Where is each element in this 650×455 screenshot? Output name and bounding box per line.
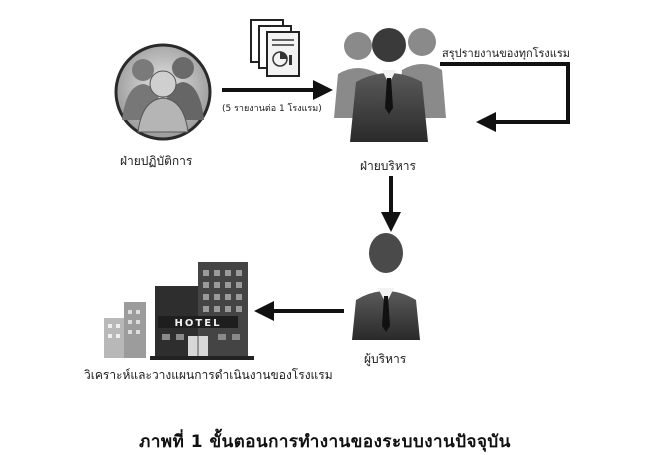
operations-team-icon [114, 43, 212, 141]
executive-label: ผู้บริหาร [364, 352, 407, 366]
management-group-icon [334, 28, 446, 142]
hotel-sign: HOTEL [175, 318, 222, 329]
operations-label: ฝ่ายปฏิบัติการ [120, 154, 193, 168]
documents-icon [250, 19, 300, 77]
hotel-analysis-label: วิเคราะห์และวางแผนการดำเนินงานของโรงแรม [84, 368, 333, 382]
summary-loop-label: สรุปรายงานของทุกโรงแรม [442, 47, 571, 60]
management-label: ฝ่ายบริหาร [360, 159, 416, 173]
executive-icon [352, 233, 420, 340]
reports-note-label: (5 รายงานต่อ 1 โรงแรม) [222, 104, 322, 114]
figure-caption: ภาพที่ 1 ขั้นตอนการทำงานของระบบงานปัจจุบ… [139, 432, 511, 452]
hotel-icon: HOTEL [104, 262, 254, 360]
arrow-summary-loop [440, 62, 570, 132]
